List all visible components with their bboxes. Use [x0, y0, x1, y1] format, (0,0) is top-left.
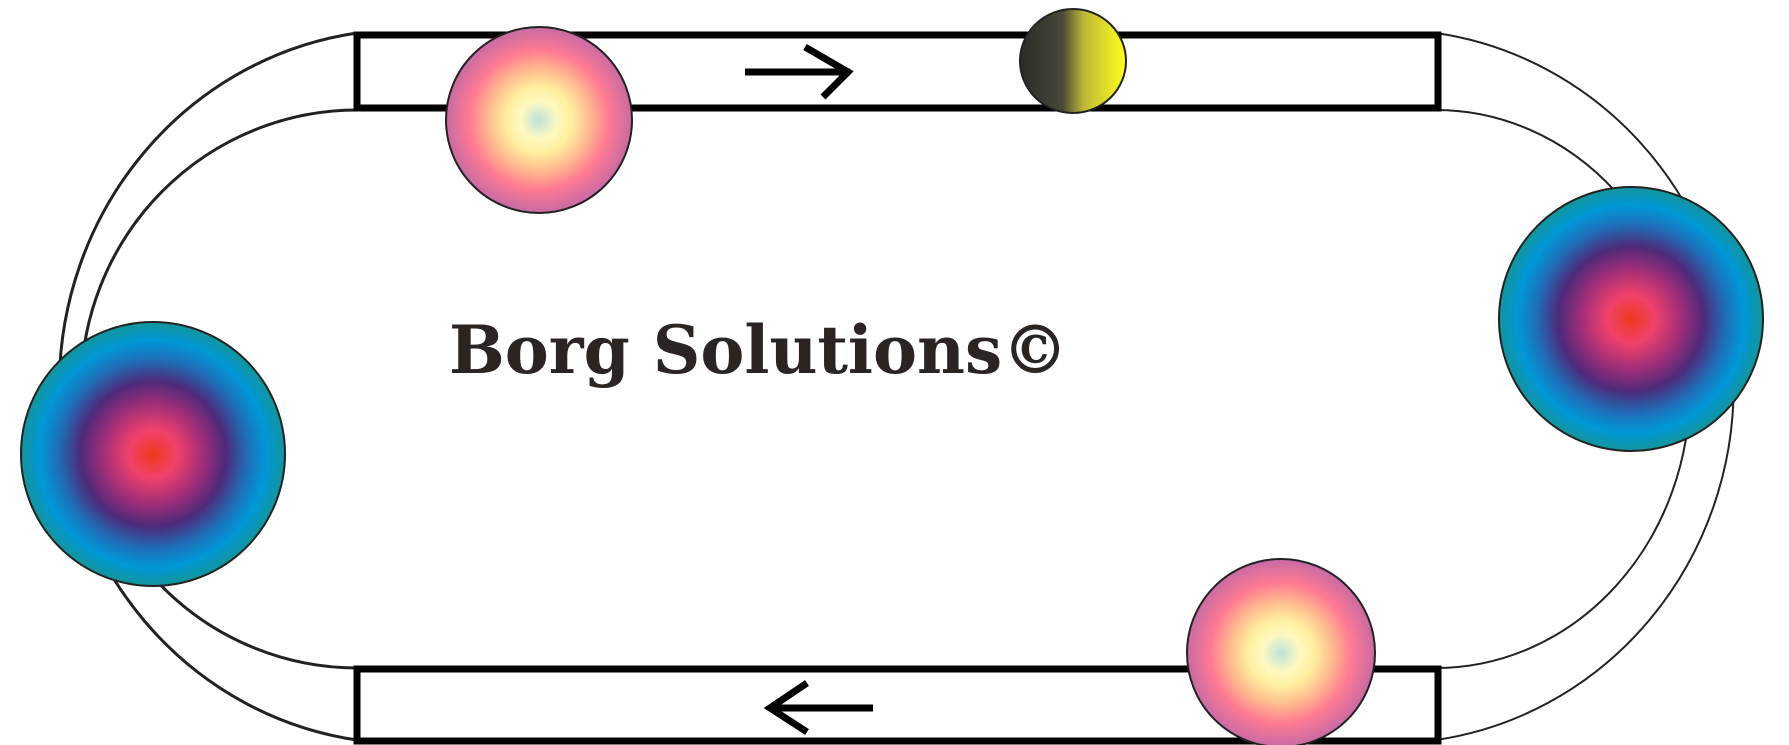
cool-ball-left: [21, 322, 285, 586]
warm-ball-top: [446, 27, 632, 213]
cool-ball-right: [1499, 187, 1763, 451]
inner-track: [81, 110, 1690, 668]
dark-yellow-ball: [1020, 9, 1126, 113]
company-label: Borg Solutions©: [449, 311, 1068, 389]
warm-ball-bottom: [1187, 559, 1375, 745]
